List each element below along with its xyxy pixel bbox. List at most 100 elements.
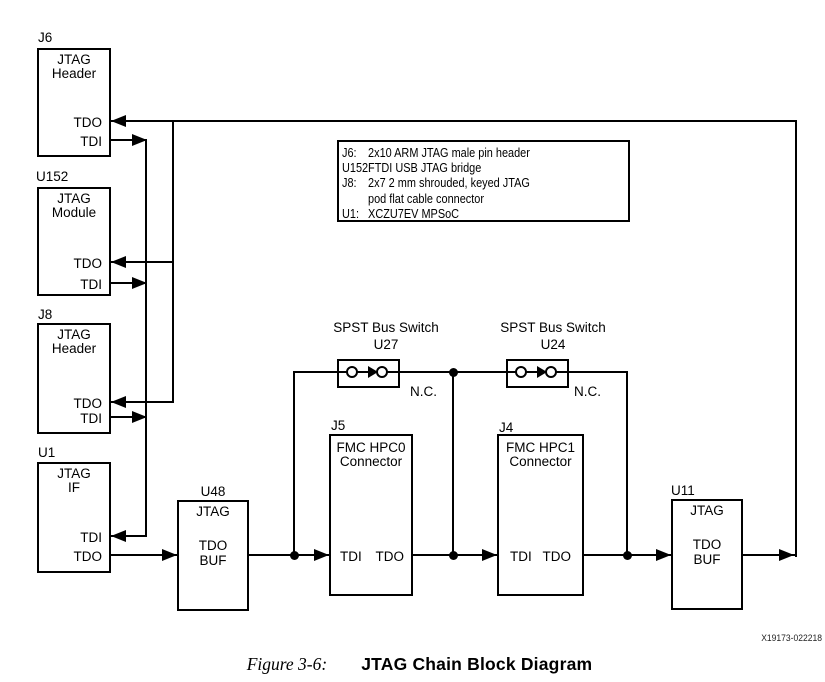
arrowhead-into-j4-tdi xyxy=(482,549,497,561)
switch-u27-type-label: SPST Bus Switch xyxy=(333,320,439,335)
pin-j8-tdo: TDO xyxy=(73,396,103,411)
legend-row: J6: 2x10 ARM JTAG male pin header xyxy=(342,145,582,160)
pin-j4-tdi: TDI xyxy=(510,549,532,564)
block-ref-j4: J4 xyxy=(499,420,514,435)
figure-title: JTAG Chain Block Diagram xyxy=(361,654,593,674)
switch-u24-contact-left-icon xyxy=(515,366,527,378)
switch-u24-type-label: SPST Bus Switch xyxy=(500,320,606,335)
arrowhead-into-u11 xyxy=(656,549,671,561)
wire-u27-bypass-left-vertical xyxy=(293,371,295,556)
wire-tdo-feedback-right xyxy=(795,120,797,557)
switch-u24-nc-label: N.C. xyxy=(574,384,601,399)
wire-u11-out xyxy=(743,554,797,556)
block-ref-u48: U48 xyxy=(200,484,226,499)
arrowhead-into-j5-tdi xyxy=(314,549,329,561)
legend-row: U152:FTDI USB JTAG bridge xyxy=(342,160,582,175)
block-ref-u1: U1 xyxy=(38,445,56,460)
block-ref-u152: U152 xyxy=(36,169,69,184)
wire-tdo-feedback-top xyxy=(111,120,797,122)
legend-box: J6: 2x10 ARM JTAG male pin header U152:FT… xyxy=(337,140,630,222)
wire-u1-tdi xyxy=(111,535,147,537)
switch-u27-ref: U27 xyxy=(373,337,399,352)
arrowhead-into-j8-tdo xyxy=(111,396,126,408)
legend-row-text: pod flat cable connector xyxy=(368,190,484,206)
junction-dot-j5-j4 xyxy=(449,551,458,560)
arrowhead-into-j6-tdo xyxy=(111,115,126,127)
arrowhead-into-u152-tdo xyxy=(111,256,126,268)
legend-row-label: U152: xyxy=(342,160,372,176)
switch-u27-contact-right-icon xyxy=(376,366,388,378)
block-ref-j5: J5 xyxy=(331,418,346,433)
arrowhead-u11-out xyxy=(779,549,794,561)
wire-u1-tdo-to-u48 xyxy=(111,554,177,556)
switch-u24-ref: U24 xyxy=(540,337,566,352)
wire-u27-out xyxy=(400,371,454,373)
legend-row: pod flat cable connector xyxy=(342,191,582,206)
wire-j8-tdo xyxy=(111,401,173,403)
legend-row-text: XCZU7EV MPSoC xyxy=(368,205,460,221)
wire-j8-tdi xyxy=(111,416,146,418)
arrowhead-into-u48 xyxy=(162,549,177,561)
wire-u24-bypass-right-vertical xyxy=(626,372,628,556)
wire-u27-bypass-right-vertical xyxy=(452,372,454,556)
block-ref-u11: U11 xyxy=(671,483,695,498)
pin-j4-tdo: TDO xyxy=(542,549,572,564)
block-ref-j8: J8 xyxy=(38,307,53,322)
wire-j6-tdi xyxy=(111,139,146,141)
legend-row-text: 2x10 ARM JTAG male pin header xyxy=(368,145,530,160)
block-u48-title: JTAG xyxy=(196,504,230,519)
switch-u27-arrow-icon xyxy=(368,366,378,378)
arrowhead-u152-tdi-out xyxy=(132,277,147,289)
pin-j8-tdi: TDI xyxy=(80,411,102,426)
legend-row-label: U1: xyxy=(342,205,359,221)
block-u11-title: JTAG xyxy=(690,503,724,518)
legend-row-label: J8: xyxy=(342,175,357,191)
arrowhead-j8-tdi-out xyxy=(132,411,147,423)
switch-u27-nc-label: N.C. xyxy=(410,384,437,399)
figure-number: Figure 3-6: xyxy=(246,654,328,674)
legend-row: J8: 2x7 2 mm shrouded, keyed JTAG xyxy=(342,175,582,190)
image-id-watermark: X19173-022218 xyxy=(761,633,822,643)
wire-tdi-collection-vertical xyxy=(145,139,147,537)
wire-u152-tdo xyxy=(111,261,173,263)
pin-u1-tdi: TDI xyxy=(80,530,102,545)
wire-u48-to-j5-tdi xyxy=(249,554,329,556)
legend-row: U1: XCZU7EV MPSoC xyxy=(342,206,582,221)
arrowhead-j6-tdi-out xyxy=(132,134,147,146)
wire-u24-out xyxy=(569,371,628,373)
figure-caption: Figure 3-6: JTAG Chain Block Diagram xyxy=(0,654,825,675)
pin-u1-tdo: TDO xyxy=(73,549,103,564)
pin-j5-tdi: TDI xyxy=(340,549,362,564)
switch-u27-contact-left-icon xyxy=(346,366,358,378)
pin-j5-tdo: TDO xyxy=(375,549,405,564)
junction-dot-switch-mid xyxy=(449,368,458,377)
pin-u152-tdi: TDI xyxy=(80,277,102,292)
pin-j6-tdi: TDI xyxy=(80,134,102,149)
junction-dot-u48-j5 xyxy=(290,551,299,560)
legend-row-text: 2x7 2 mm shrouded, keyed JTAG xyxy=(368,175,530,191)
arrowhead-into-u1-tdi xyxy=(111,530,126,542)
junction-dot-j4-u11 xyxy=(623,551,632,560)
switch-u24-arrow-icon xyxy=(537,366,547,378)
block-ref-j6: J6 xyxy=(38,30,53,45)
wire-tdo-distribution-vertical xyxy=(172,120,174,403)
pin-u152-tdo: TDO xyxy=(73,256,103,271)
wire-into-u27 xyxy=(293,371,337,373)
legend-row-label: J6: xyxy=(342,145,357,160)
wire-u152-tdi xyxy=(111,282,146,284)
